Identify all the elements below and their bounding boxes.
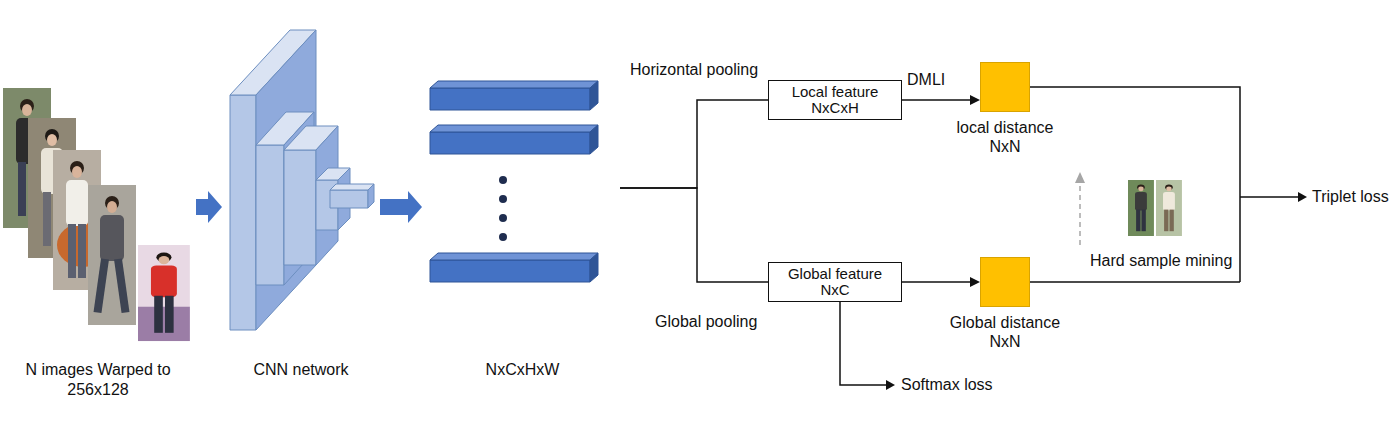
ellipsis-dots [499,195,507,203]
image-batch: N images Warped to 256x128 [3,85,193,400]
triplet-merge-lines [1030,87,1307,282]
pedestrian-photo [47,134,57,146]
pedestrian-photo [43,192,51,246]
pedestrian-photo [66,180,88,226]
pedestrian-photo [100,215,124,261]
pedestrian-photo [88,185,136,325]
annotation: Hard sample mining [1088,251,1234,270]
edge-label: DMLI [905,70,947,89]
pedestrian-photo [1138,186,1143,191]
node-text: Local feature NxCxH [777,84,893,116]
feature-map-bars [430,125,598,132]
pedestrian-photo [68,224,76,278]
pedestrian-photo [165,296,174,333]
pedestrian-photo [1170,210,1174,232]
edge-label: Global pooling [653,312,759,331]
ellipsis-dots [499,176,507,241]
pedestrian-photo [159,256,170,264]
pedestrian-photo [138,307,190,341]
pedestrian-photo [138,245,190,341]
block-arrow [380,199,408,215]
cnn-layers [230,95,256,330]
cnn-layers [256,145,284,285]
node-text: CNN network [253,360,348,380]
pedestrian-photo [88,185,136,325]
pedestrian-photo [151,266,177,298]
hard-mining-arrow [1075,172,1085,245]
node-text: NxCxHxW [486,360,560,380]
pedestrian-photo [1128,180,1154,236]
pedestrian-photo [114,258,129,313]
edge-label: Horizontal pooling [628,60,760,79]
triplet-merge-lines [1298,192,1307,202]
node-text: Global feature NxC [777,266,893,298]
pedestrian-photo [22,104,32,116]
matrix-square [980,257,1030,307]
distance-matrix: local distance NxN [945,62,1065,156]
feature-map-bars [430,81,598,88]
pedestrian-photo [72,166,82,178]
feature-map-bars [590,125,598,154]
softmax-arrow [840,300,886,385]
pedestrian-photo [1163,192,1175,210]
process-box: Local feature NxCxH [768,80,902,120]
feature-map-bars [590,253,598,282]
matrix-square [980,62,1030,112]
pedestrian-photo [94,258,109,313]
pedestrian-photo [78,224,86,278]
loss-label: Softmax loss [899,375,995,394]
cnn-block: CNN network [225,25,377,380]
pedestrian-photo-stack [3,88,190,341]
pedestrian-photo [1156,180,1182,236]
feature-map-bars [430,81,598,282]
ellipsis-dots [499,214,507,222]
softmax-arrow [840,300,895,390]
pedestrian-photo [154,296,163,333]
cnn-layers [330,184,374,190]
pedestrian-photo [1128,180,1154,236]
pedestrian-photo [1166,186,1171,191]
node-text: N images Warped to 256x128 [25,360,171,400]
pedestrian-photo [1142,210,1146,232]
hard-mining-arrow [1075,172,1085,183]
block-arrow [196,199,208,215]
connector [620,188,768,282]
node-text: local distance NxN [945,118,1065,156]
hard-mining-arrow [1079,182,1081,245]
feature-map-bars [430,253,598,260]
distance-matrix: Global distance NxN [945,257,1065,351]
cnn-layers [330,190,368,208]
feature-map-bars [430,132,590,154]
cnn-layers [284,150,316,265]
loss-label: Triplet loss [1310,187,1391,206]
ellipsis-dots [499,233,507,241]
cnn-layers [230,30,374,330]
pedestrian-photo [1136,210,1140,232]
connector [620,100,768,188]
cnn-layers [256,30,316,330]
triplet-merge-lines [1030,87,1298,282]
process-box: Global feature NxC [768,262,902,302]
node-text: Global distance NxN [945,313,1065,351]
cnn-layers [368,184,374,208]
feature-map-bars [430,88,590,110]
connector [902,99,970,101]
pedestrian-photo [1135,192,1147,210]
ellipsis-dots [499,176,507,184]
connector [902,281,970,283]
pedestrian-photo [138,245,190,341]
pedestrian-photo [18,162,26,216]
feature-map-bars [430,260,590,282]
mined-pair-photos [1128,180,1182,236]
feature-map-bars [590,81,598,110]
feature-maps: NxCxHxW [425,75,620,380]
softmax-arrow [886,380,895,390]
pedestrian-photo [1164,210,1168,232]
pedestrian-photo [107,201,117,213]
pedestrian-photo [1156,180,1182,236]
